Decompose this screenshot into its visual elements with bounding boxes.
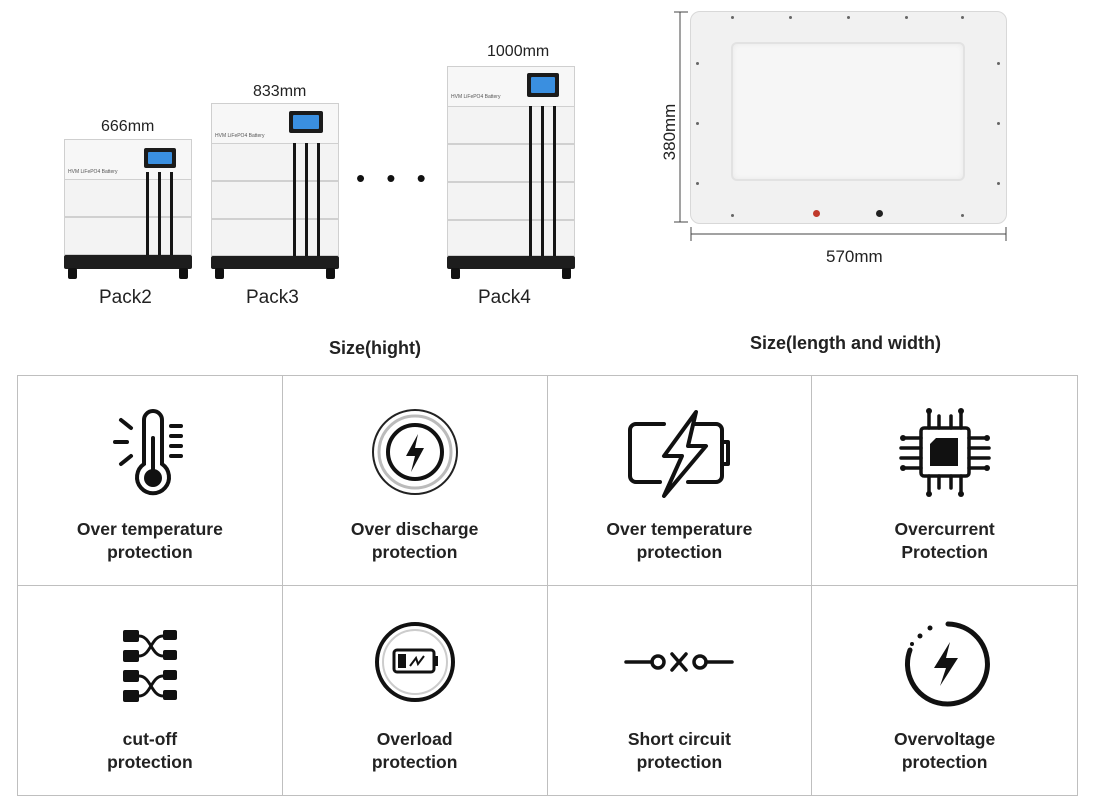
terminal-negative	[876, 210, 883, 217]
unit-brand-label: HVM LiFePO4 Battery	[215, 133, 265, 139]
lcd-screen	[289, 111, 323, 133]
pack3-battery-unit: HVM LiFePO4 Battery	[211, 103, 339, 280]
unit-brand-label: HVM LiFePO4 Battery	[451, 94, 501, 100]
pack2-label: Pack2	[99, 287, 152, 308]
pack2-height-label: 666mm	[101, 118, 155, 135]
lightning-circle-icon	[371, 409, 458, 495]
lcd-screen	[144, 148, 176, 168]
pack4-battery-unit: HVM LiFePO4 Battery	[447, 66, 575, 280]
overvoltage-icon	[904, 621, 990, 706]
feature-cell: Overcurrent Protection	[812, 376, 1077, 586]
feature-cell: Over temperature protection	[547, 376, 813, 586]
feature-label: Short circuit protection	[627, 728, 731, 772]
feature-cell: Over temperature protection	[18, 376, 283, 586]
feature-cell: Over discharge protection	[282, 376, 548, 586]
chip-icon	[898, 408, 991, 497]
feature-cell: Short circuit protection	[548, 585, 813, 795]
pack2-battery-unit: HVM LiFePO4 Battery	[64, 139, 192, 280]
feature-label: Over temperature protection	[76, 519, 223, 562]
feature-cell: cut-off protection	[18, 585, 283, 795]
feature-cell: Overvoltage protection	[812, 586, 1077, 796]
dimension-lines	[674, 11, 1007, 241]
feature-label: Overvoltage protection	[894, 728, 996, 772]
panel-height-label: 380mm	[660, 103, 679, 161]
pack4-height-label: 1000mm	[487, 43, 550, 60]
battery-bolt-icon	[628, 410, 731, 498]
cutoff-icon	[122, 629, 177, 702]
feature-label: Over discharge protection	[350, 519, 479, 562]
protection-features-grid: Over temperature protection Over dischar…	[17, 375, 1078, 796]
size-length-width-title: Size(length and width)	[750, 333, 941, 353]
panel-length-label: 570mm	[826, 247, 883, 266]
thermometer-icon	[112, 409, 183, 496]
overload-battery-icon	[374, 621, 455, 702]
lcd-screen	[527, 73, 559, 97]
short-circuit-icon	[624, 651, 735, 672]
size-height-title: Size(hight)	[329, 338, 421, 358]
feature-label: Over temperature protection	[606, 519, 753, 562]
pack4-label: Pack4	[478, 287, 531, 308]
pack3-label: Pack3	[246, 287, 299, 308]
feature-label: Overload protection	[371, 728, 458, 772]
feature-label: Overcurrent Protection	[894, 519, 995, 562]
pack3-height-label: 833mm	[253, 83, 307, 100]
feature-cell: Overload protection	[283, 585, 548, 795]
feature-label: cut-off protection	[107, 728, 193, 772]
battery-side-panel	[690, 11, 1007, 224]
terminal-positive	[813, 210, 820, 217]
unit-brand-label: HVM LiFePO4 Battery	[68, 169, 118, 175]
